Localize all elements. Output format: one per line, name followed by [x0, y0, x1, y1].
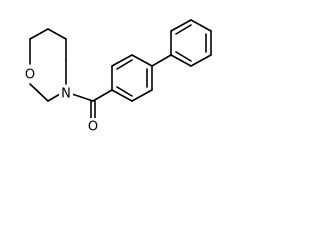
- molecule-canvas: O N O: [0, 0, 240, 144]
- ring2-bond-3: [190, 19, 212, 32]
- atom-labels: O N O: [23, 66, 100, 135]
- aryl-bond: [92, 89, 113, 102]
- ring1-bond-6: [111, 89, 133, 102]
- ring1-bond-3: [131, 54, 153, 67]
- morpholine-bond-6: [29, 83, 49, 102]
- ring1-bond-5: [131, 89, 153, 102]
- amide-bond: [71, 93, 94, 102]
- morpholine-bond-7: [47, 93, 61, 102]
- ring1-bond-2: [111, 54, 133, 67]
- carbonyl-oxygen-label-bg: [86, 118, 100, 134]
- morpholine-bond-1: [29, 28, 49, 40]
- bonds: [29, 19, 212, 121]
- ring2-double-3: [175, 51, 192, 62]
- ring2-double-1: [175, 24, 192, 35]
- ring-nitrogen-label-bg: [59, 85, 73, 101]
- ring-oxygen-label: O: [25, 68, 35, 83]
- ring-nitrogen-label: N: [61, 87, 71, 102]
- structure-drawing: O N O: [23, 19, 212, 135]
- ring1-double-1: [116, 59, 133, 70]
- ring2-bond-6: [170, 54, 192, 67]
- morpholine-bond-2: [47, 28, 67, 40]
- ring-oxygen-label-bg: [23, 66, 37, 82]
- carbonyl-oxygen-label: O: [88, 120, 98, 135]
- ring2-bond-2: [170, 19, 192, 32]
- ring1-double-3: [116, 86, 133, 97]
- biphenyl-bond: [151, 54, 172, 67]
- ring2-bond-5: [190, 54, 212, 67]
